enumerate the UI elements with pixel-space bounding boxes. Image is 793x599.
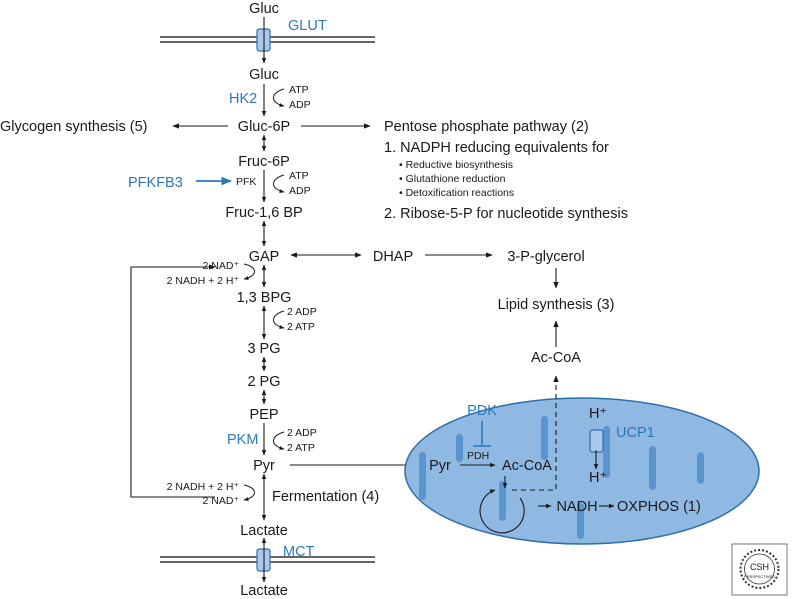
pg3-label: 3 PG (247, 341, 280, 357)
pdh-label: PDH (467, 450, 489, 462)
pfk-cofactor-arrow (273, 174, 285, 194)
pkm-label: PKM (227, 432, 258, 448)
pyr-nadh-label: 2 NADH + 2 H⁺ (167, 481, 240, 493)
gap-nadh-label: 2 NADH + 2 H⁺ (167, 275, 240, 287)
glycerol3p-label: 3-P-glycerol (507, 249, 584, 265)
ppp-item1-label: 1. NADPH reducing equivalents for (384, 140, 609, 156)
mitochondrion (404, 375, 760, 545)
csh-perspectives-logo: CSH PERSPECTIVES (731, 543, 788, 596)
ucp1-transporter-icon (589, 429, 604, 453)
mct-label: MCT (283, 544, 315, 560)
dhap-label: DHAP (373, 249, 413, 265)
pdk-inhibition (473, 421, 491, 447)
pkm-cofactor-arrow (273, 431, 285, 451)
gluc-intracellular-label: Gluc (249, 67, 279, 83)
gap-label: GAP (249, 249, 280, 265)
nad-recycle-loop (130, 264, 216, 498)
glut-label: GLUT (288, 18, 327, 34)
oxphos-label: OXPHOS (1) (617, 499, 701, 515)
pdk-label: PDK (467, 403, 497, 419)
bpg-cofactor-arrow (273, 310, 285, 330)
ppp-bullet-glutathione: • Glutathione reduction (399, 173, 506, 185)
lactate-extracellular-label: Lactate (240, 583, 288, 599)
gluc-extracellular-label: Gluc (249, 1, 279, 17)
ucp1-label: UCP1 (616, 425, 655, 441)
bpg-label: 1,3 BPG (237, 290, 292, 306)
ppp-item2-label: 2. Ribose-5-P for nucleotide synthesis (384, 206, 628, 222)
lipid-synthesis-label: Lipid synthesis (3) (498, 297, 615, 313)
mito-acoa-label: Ac-CoA (502, 458, 552, 474)
pfk-adp-label: ADP (289, 185, 311, 197)
pkm-atp-label: 2 ATP (287, 442, 315, 454)
logo-csh-text: CSH (750, 562, 769, 572)
pfk-label: PFK (236, 176, 256, 188)
fermentation-label: Fermentation (4) (272, 489, 379, 505)
logo-perspectives-text: PERSPECTIVES (744, 574, 775, 579)
pyr-label: Pyr (253, 458, 275, 474)
fruc6p-label: Fruc-6P (238, 154, 290, 170)
hk2-atp-label: ATP (289, 84, 309, 96)
glycogen-synthesis-label: Glycogen synthesis (5) (0, 119, 147, 135)
ppp-bullet-reductive: • Reductive biosynthesis (399, 159, 513, 171)
pg2-label: 2 PG (247, 374, 280, 390)
pkm-adp-label: 2 ADP (287, 427, 317, 439)
bpg-adp-label: 2 ADP (287, 306, 317, 318)
gap-nad-arrow (243, 263, 255, 281)
hk2-adp-label: ADP (289, 99, 311, 111)
mitochondrion-cristae (419, 416, 704, 539)
hk2-cofactor-arrow (273, 88, 285, 108)
gap-nad-label: 2 NAD⁺ (203, 260, 240, 272)
proton-outside-label: H⁺ (589, 406, 607, 422)
mito-nadh-label: NADH (556, 499, 597, 515)
pyr-nad-arrow (243, 484, 255, 502)
fruc16bp-label: Fruc-1,6 BP (225, 205, 302, 221)
pfkfb3-label: PFKFB3 (128, 175, 183, 191)
lactate-intracellular-label: Lactate (240, 523, 288, 539)
acoa-cytosolic-label: Ac-CoA (531, 350, 581, 366)
mito-pyr-label: Pyr (429, 458, 451, 474)
ppp-title-label: Pentose phosphate pathway (2) (384, 119, 589, 135)
gluc6p-label: Gluc-6P (238, 119, 290, 135)
pep-label: PEP (249, 407, 278, 423)
hk2-label: HK2 (229, 91, 257, 107)
bpg-atp-label: 2 ATP (287, 321, 315, 333)
pyr-nad-label: 2 NAD⁺ (203, 495, 240, 507)
arrow-citrate-export (512, 375, 559, 491)
tca-cycle-arrow (479, 489, 525, 534)
ppp-bullet-detox: • Detoxification reactions (399, 187, 514, 199)
pfk-atp-label: ATP (289, 170, 309, 182)
proton-inside-label: H⁺ (589, 470, 607, 486)
